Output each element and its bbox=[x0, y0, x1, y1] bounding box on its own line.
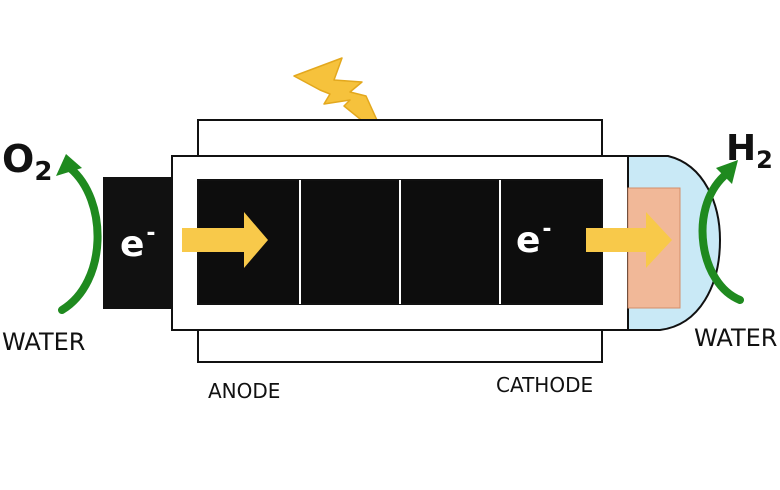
electron-label-right: e- bbox=[516, 217, 552, 261]
electron-flow-arrow-left bbox=[182, 212, 268, 268]
hydrogen-label: H2 bbox=[726, 128, 773, 174]
electron-flow-arrow-right bbox=[586, 212, 672, 268]
oxygen-release-curved-arrow-icon bbox=[56, 154, 102, 314]
anode-electrode bbox=[103, 177, 173, 309]
hydrogen-release-curved-arrow-icon bbox=[698, 160, 744, 304]
anode-label: ANODE bbox=[208, 379, 280, 403]
oxygen-label: O2 bbox=[2, 137, 52, 187]
electron-label-left: e- bbox=[120, 221, 156, 265]
cathode-label: CATHODE bbox=[496, 373, 593, 397]
water-label-left: WATER bbox=[2, 328, 85, 356]
water-label-right: WATER bbox=[694, 324, 777, 352]
